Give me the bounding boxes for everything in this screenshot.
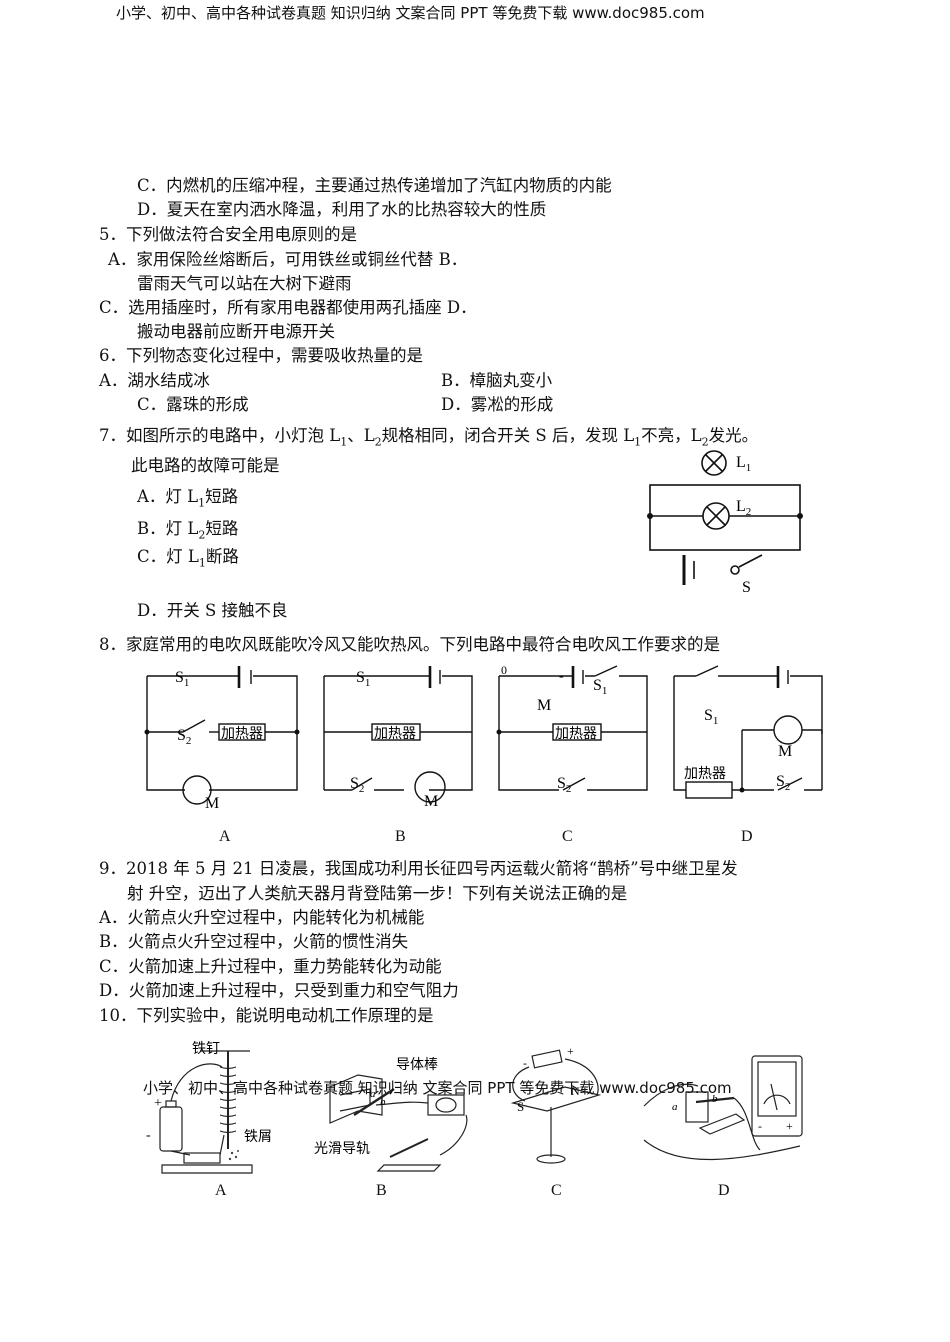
q10-label-c: C <box>551 1182 562 1199</box>
q10-figure-d-galvanometer: - + a b <box>643 1055 803 1161</box>
q10a-nail-label: 铁钉 <box>192 1041 220 1057</box>
q5-option-a: A．家用保险丝熔断后，可用铁丝或铜丝代替 B． <box>108 250 468 269</box>
q10b-b: b <box>380 1096 386 1108</box>
q8-circuit-d: S1 M 加热器 S2 <box>673 665 823 799</box>
q6-stem: 6．下列物态变化过程中，需要吸收热量的是 <box>99 346 423 365</box>
q10a-minus: - <box>146 1128 151 1143</box>
q4-option-c: C．内燃机的压缩冲程，主要通过热传递增加了汽缸内物质的内能 <box>137 176 612 195</box>
q9-stem-2: 射 升空，迈出了人类航天器月背登陆第一步！下列有关说法正确的是 <box>127 884 628 903</box>
q10b-a: a <box>370 1088 376 1100</box>
q8-label-c: C <box>562 828 573 845</box>
q10b-rod-label: 导体棒 <box>396 1057 438 1073</box>
q8-label-a: A <box>219 828 231 845</box>
q10d-b: b <box>712 1093 718 1105</box>
q7-option-d: D．开关 S 接触不良 <box>137 601 288 620</box>
q10d-a: a <box>672 1101 678 1113</box>
q10c-minus: - <box>523 1056 527 1070</box>
q8-circuit-a: S1 S2 加热器 M <box>144 666 300 812</box>
q10-figure-c-magnet: S N + - <box>510 1044 602 1164</box>
q5-stem: 5．下列做法符合安全用电原则的是 <box>99 225 357 244</box>
q5-option-d: 搬动电器前应断开电源开关 <box>137 322 335 341</box>
q8b-motor: M <box>424 793 438 810</box>
q7-circuit-diagram: L1 L2 S <box>647 450 803 596</box>
q10-label-b: B <box>376 1182 387 1199</box>
q9-option-c: C．火箭加速上升过程中，重力势能转化为动能 <box>99 957 442 976</box>
q10-label-a: A <box>215 1182 227 1199</box>
q8c-minus: - <box>559 669 564 684</box>
page-footer: 小学、初中、高中各种试卷真题 知识归纳 文案合同 PPT 等免费下载 www.d… <box>143 1079 732 1097</box>
q8b-heater: 加热器 <box>374 726 416 742</box>
q10-stem: 10．下列实验中，能说明电动机工作原理的是 <box>99 1006 434 1025</box>
q10-label-d: D <box>718 1182 730 1199</box>
q7-option-b: B．灯 L2短路 <box>137 519 239 542</box>
q9-stem: 9．2018 年 5 月 21 日凌晨，我国成功利用长征四号丙运载火箭将“鹊桥”… <box>99 859 738 878</box>
q4-option-d: D．夏天在室内洒水降温，利用了水的比热容较大的性质 <box>137 200 547 219</box>
q8a-s1: S1 <box>175 669 189 689</box>
q8d-heater: 加热器 <box>684 766 726 782</box>
q8-label-d: D <box>741 828 753 845</box>
q9-option-b: B．火箭点火升空过程中，火箭的惯性消失 <box>99 932 409 951</box>
q9-option-a: A．火箭点火升空过程中，内能转化为机械能 <box>99 908 425 927</box>
q7-option-c: C．灯 L1断路 <box>137 547 239 570</box>
q10d-plus: + <box>786 1119 793 1133</box>
q10c-n-pole: N <box>571 1084 580 1098</box>
q10c-s-pole: S <box>517 1099 524 1114</box>
q8-circuit-b: S1 S2 加热器 M <box>323 666 473 810</box>
q10b-rail-label: 光滑导轨 <box>314 1140 370 1157</box>
q10d-minus: - <box>758 1119 762 1133</box>
q8a-s2: S2 <box>177 727 191 747</box>
q8d-s2: S2 <box>776 773 790 793</box>
q8c-zero: 0 <box>501 663 507 677</box>
q6-option-c: C．露珠的形成 <box>137 395 249 414</box>
q5-option-c: C．选用插座时，所有家用电器都使用两孔插座 D． <box>99 298 477 317</box>
q8d-motor: M <box>778 743 792 760</box>
q7-stem-2: 此电路的故障可能是 <box>131 456 280 475</box>
q7-label-s: S <box>742 579 751 596</box>
page-header: 小学、初中、高中各种试卷真题 知识归纳 文案合同 PPT 等免费下载 www.d… <box>116 4 705 22</box>
q7-stem: 7．如图所示的电路中，小灯泡 L1、L2规格相同，闭合开关 S 后，发现 L1不… <box>99 426 759 449</box>
q10-figure-a-electromagnet: 铁钉 + - 铁屑 <box>146 1041 272 1174</box>
q8b-s2: S2 <box>350 775 364 795</box>
q6-option-b: B．樟脑丸变小 <box>441 371 553 390</box>
q8c-heater: 加热器 <box>555 726 597 742</box>
q8b-s1: S1 <box>356 669 370 689</box>
q7-label-l2: L2 <box>736 498 751 518</box>
q10a-plus: + <box>154 1096 162 1111</box>
q8a-heater: 加热器 <box>221 726 263 742</box>
q9-option-d: D．火箭加速上升过程中，只受到重力和空气阻力 <box>99 981 459 1000</box>
q8a-motor: M <box>205 795 219 812</box>
q8c-motor: M <box>537 697 551 714</box>
q8-stem: 8．家庭常用的电吹风既能吹冷风又能吹热风。下列电路中最符合电吹风工作要求的是 <box>99 635 720 654</box>
q6-option-a: A．湖水结成冰 <box>99 371 210 390</box>
q8-circuit-c: 0 - S1 M 加热器 S2 <box>496 663 648 795</box>
q7-label-l1: L1 <box>736 454 751 474</box>
q7-option-a: A．灯 L1短路 <box>137 487 239 510</box>
q8-label-b: B <box>395 828 406 845</box>
q10a-filings-label: 铁屑 <box>244 1129 272 1145</box>
q8c-s1: S1 <box>593 677 607 697</box>
q6-option-d: D．雾凇的形成 <box>441 395 554 414</box>
q5-option-b: 雷雨天气可以站在大树下避雨 <box>137 274 352 293</box>
q10-figure-b-rails: 导体棒 光滑导轨 a b <box>314 1057 468 1172</box>
q8d-s1: S1 <box>704 707 718 727</box>
q10c-plus: + <box>567 1044 574 1058</box>
q8c-s2: S2 <box>557 775 571 795</box>
